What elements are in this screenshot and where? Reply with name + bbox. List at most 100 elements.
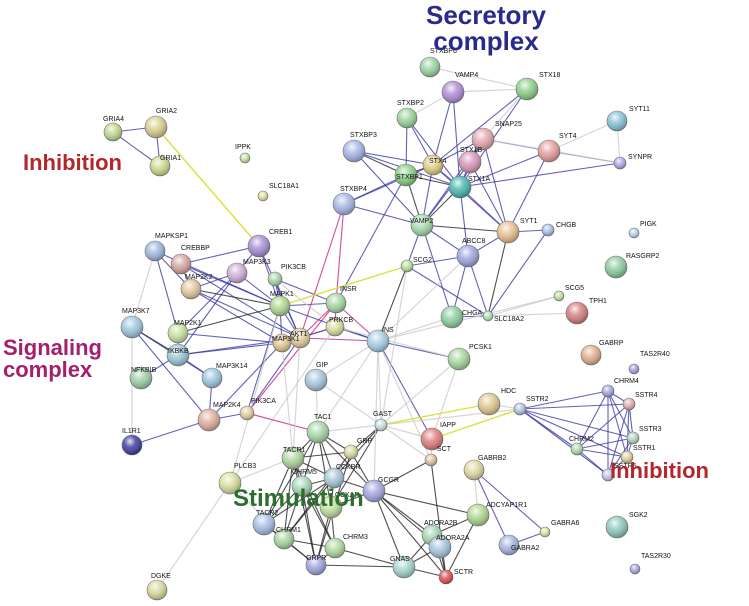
node-pik3ca[interactable]: PIK3CA <box>239 398 276 421</box>
node-gabrb2[interactable]: GABRB2 <box>463 455 507 481</box>
node-stxbp3[interactable]: STXBP3 <box>342 132 377 163</box>
node-mapk1[interactable]: MAPK1 <box>269 291 294 317</box>
node-tas2r30[interactable]: TAS2R30 <box>629 553 671 575</box>
node-label: SCTR <box>454 569 473 576</box>
node-sstr3[interactable]: SSTR3 <box>626 426 662 445</box>
node-nfkbib[interactable]: NFKBIB <box>129 366 157 390</box>
node-sctr[interactable]: SCTR <box>438 569 473 585</box>
node-stx1b[interactable]: STX1B <box>458 147 483 174</box>
node-gnas[interactable]: GNAS <box>390 555 416 579</box>
node-slc18a2[interactable]: SLC18A2 <box>482 310 524 323</box>
node-ikbkb[interactable]: IKBKB <box>166 343 190 367</box>
node-prkcb[interactable]: PRKCB <box>325 317 353 337</box>
node-map2k2[interactable]: MAP2K2 <box>180 274 213 300</box>
node-snap25[interactable]: SNAP25 <box>471 121 522 151</box>
node-highlight <box>122 435 142 455</box>
node-chrm3[interactable]: CHRM3 <box>324 534 368 559</box>
node-gria1[interactable]: GRIA1 <box>149 155 181 177</box>
node-rasgrp2[interactable]: RASGRP2 <box>604 253 660 279</box>
node-sstr2[interactable]: SSTR2 <box>513 396 549 416</box>
node-tas2r40[interactable]: TAS2R40 <box>628 351 670 375</box>
node-stxbp2[interactable]: STXBP2 <box>396 100 424 129</box>
node-ippk[interactable]: IPPK <box>235 144 251 164</box>
node-label: STXBP6 <box>430 48 457 55</box>
node-sstr4[interactable]: SSTR4 <box>622 392 658 411</box>
node-gcgr[interactable]: GCGR <box>362 477 399 503</box>
node-akt1[interactable]: AKT1 <box>289 327 311 349</box>
edge-syt4-syt11 <box>548 120 618 152</box>
node-chga[interactable]: CHGA <box>440 305 483 329</box>
node-cckar[interactable]: CCKAR <box>319 492 360 519</box>
node-scg5[interactable]: SCG5 <box>553 285 584 302</box>
node-insr[interactable]: INSR <box>325 286 357 314</box>
node-pigk[interactable]: PIGK <box>628 221 657 239</box>
node-chrm5[interactable]: CHRM5 <box>291 469 317 497</box>
node-abcc8[interactable]: ABCC8 <box>456 238 485 268</box>
node-stxbp1[interactable]: STXBP1 <box>394 163 423 187</box>
node-scg2[interactable]: SCG2 <box>400 257 432 273</box>
node-dgke[interactable]: DGKE <box>146 573 171 601</box>
node-ins[interactable]: INS <box>366 327 394 353</box>
node-pcsk1[interactable]: PCSK1 <box>447 344 492 371</box>
node-highlight <box>499 535 519 555</box>
node-map3k7[interactable]: MAP3K7 <box>120 308 150 339</box>
node-stxbp4[interactable]: STXBP4 <box>332 186 367 216</box>
edge-syt4-syt1 <box>507 150 550 233</box>
node-stx18[interactable]: STX18 <box>515 72 561 101</box>
node-sstr1[interactable]: SSTR1 <box>620 445 656 464</box>
node-cckbr[interactable]: CCKBR <box>323 464 361 489</box>
node-sstr5[interactable]: SSTR5 <box>601 463 637 482</box>
node-vamp2[interactable]: VAMP2 <box>410 213 433 237</box>
node-synpr[interactable]: SYNPR <box>613 154 652 170</box>
node-gabrp[interactable]: GABRP <box>580 340 624 366</box>
node-mapksp1[interactable]: MAPKSP1 <box>144 233 188 262</box>
node-label: STXBP1 <box>396 174 423 181</box>
node-gria4[interactable]: GRIA4 <box>103 116 124 142</box>
node-sgk2[interactable]: SGK2 <box>605 512 648 539</box>
node-stxbp6[interactable]: STXBP6 <box>419 48 457 78</box>
node-grp[interactable]: GRP <box>343 438 373 460</box>
node-map3k1[interactable]: MAP3K1 <box>272 333 300 353</box>
node-hdc[interactable]: HDC <box>477 388 516 416</box>
node-syt4[interactable]: SYT4 <box>537 133 577 163</box>
node-tacr1[interactable]: TACR1 <box>281 446 306 470</box>
node-chrm2[interactable]: CHRM2 <box>569 436 594 456</box>
node-crebbp[interactable]: CREBBP <box>170 245 210 275</box>
node-label: SYT11 <box>629 106 650 113</box>
node-plcb3[interactable]: PLCB3 <box>218 463 256 495</box>
node-vamp4[interactable]: VAMP4 <box>441 72 478 104</box>
node-gria2[interactable]: GRIA2 <box>144 108 177 139</box>
node-adora2a[interactable]: ADORA2A <box>428 535 470 559</box>
node-tacr2[interactable]: TACR2 <box>252 510 279 536</box>
node-map2k4[interactable]: MAP2K4 <box>197 402 241 432</box>
node-map2k1[interactable]: MAP2K1 <box>167 320 202 344</box>
node-adcyap1r1[interactable]: ADCYAP1R1 <box>466 502 527 527</box>
node-chrm1[interactable]: CHRM1 <box>273 527 301 550</box>
node-syt1[interactable]: SYT1 <box>496 218 538 244</box>
node-gabra2[interactable]: GABRA2 <box>498 534 540 556</box>
node-sct[interactable]: SCT <box>424 446 452 467</box>
node-gabra6[interactable]: GABRA6 <box>539 520 580 538</box>
node-tph1[interactable]: TPH1 <box>565 298 607 325</box>
node-label: SNAP25 <box>495 121 522 128</box>
node-map3k3[interactable]: MAP3K3 <box>226 259 271 284</box>
node-stx1a[interactable]: STX1A <box>448 175 491 199</box>
node-slc18a1[interactable]: SLC18A1 <box>257 183 299 202</box>
node-label: CCKAR <box>335 492 360 499</box>
node-gast[interactable]: GAST <box>373 411 393 432</box>
node-chrm4[interactable]: CHRM4 <box>601 378 639 398</box>
node-il1r1[interactable]: IL1R1 <box>121 428 143 456</box>
node-pik3cb[interactable]: PIK3CB <box>267 264 306 287</box>
node-iapp[interactable]: IAPP <box>420 422 456 451</box>
node-label: SYNPR <box>628 154 652 161</box>
node-gip[interactable]: GIP <box>304 362 328 392</box>
node-chgb[interactable]: CHGB <box>541 222 577 237</box>
node-tac1[interactable]: TAC1 <box>306 414 331 444</box>
edge-sstr4-sstr5 <box>607 403 630 476</box>
node-map3k14[interactable]: MAP3K14 <box>201 363 248 389</box>
node-label: SCG5 <box>565 285 584 292</box>
node-grpr[interactable]: GRPR <box>305 554 327 576</box>
node-syt11[interactable]: SYT11 <box>606 106 650 132</box>
node-creb1[interactable]: CREB1 <box>247 229 292 258</box>
node-stx4[interactable]: STX4 <box>422 154 447 176</box>
